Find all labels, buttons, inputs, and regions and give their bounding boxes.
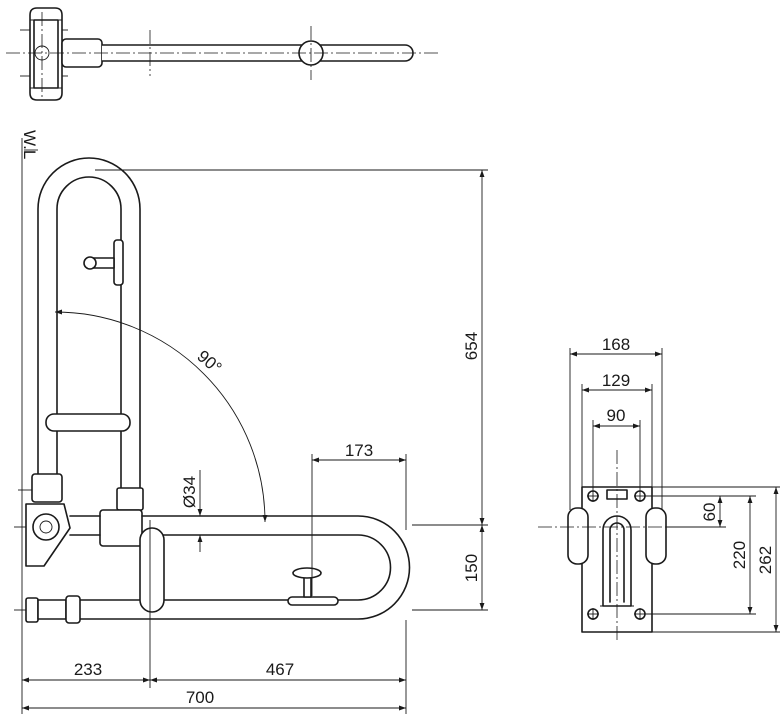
side-view: W.L — [14, 130, 488, 714]
dim-label-60: 60 — [700, 503, 719, 522]
dim-label-diameter: Ø34 — [180, 476, 199, 508]
dim-label-220: 220 — [730, 541, 749, 569]
dim-label-150: 150 — [462, 554, 481, 582]
front-view: 168 129 90 60 220 262 — [538, 335, 780, 642]
dim-label-129: 129 — [602, 371, 630, 390]
horizontal-arm-outer — [79, 515, 411, 620]
right-boss — [645, 507, 667, 565]
dim-label-654: 654 — [462, 332, 481, 360]
support-leg — [139, 527, 165, 613]
top-view — [6, 7, 440, 101]
angle-arc — [54, 309, 268, 523]
wall-plate-outline — [29, 7, 63, 101]
cross-bar — [45, 413, 131, 432]
screw-hole-icon — [587, 608, 599, 620]
dim-label-233: 233 — [74, 660, 102, 679]
folded-arm-inner — [56, 176, 122, 491]
pivot-boss — [32, 513, 60, 541]
lower-knob-cap — [292, 567, 322, 579]
dim-label-262: 262 — [756, 546, 775, 574]
lower-wall-fitting — [37, 599, 67, 620]
upper-knob-plate — [113, 239, 124, 286]
screw-hole-icon — [634, 608, 646, 620]
pivot-pin — [39, 520, 53, 534]
lower-wall-plate — [25, 597, 39, 623]
folded-arm-outer — [37, 157, 141, 491]
horizontal-arm-inner — [79, 534, 392, 601]
wall-line-label: W.L — [20, 130, 39, 159]
hinge-block — [99, 509, 143, 547]
dim-label-700: 700 — [186, 688, 214, 707]
screw-hole-icon — [634, 490, 646, 502]
dim-label-90: 90 — [607, 406, 626, 425]
dim-label-173: 173 — [345, 441, 373, 460]
screw-hole-icon — [587, 490, 599, 502]
upper-knob-head — [83, 256, 97, 270]
hinge-sleeve — [116, 487, 144, 511]
lower-nut — [65, 595, 81, 624]
angle-label: 90° — [193, 347, 225, 378]
dim-label-467: 467 — [266, 660, 294, 679]
lower-knob-base — [287, 596, 339, 606]
lower-knob-stem — [303, 575, 312, 598]
left-boss — [567, 507, 589, 565]
left-tube-bracket — [31, 473, 63, 503]
dim-label-168: 168 — [602, 335, 630, 354]
